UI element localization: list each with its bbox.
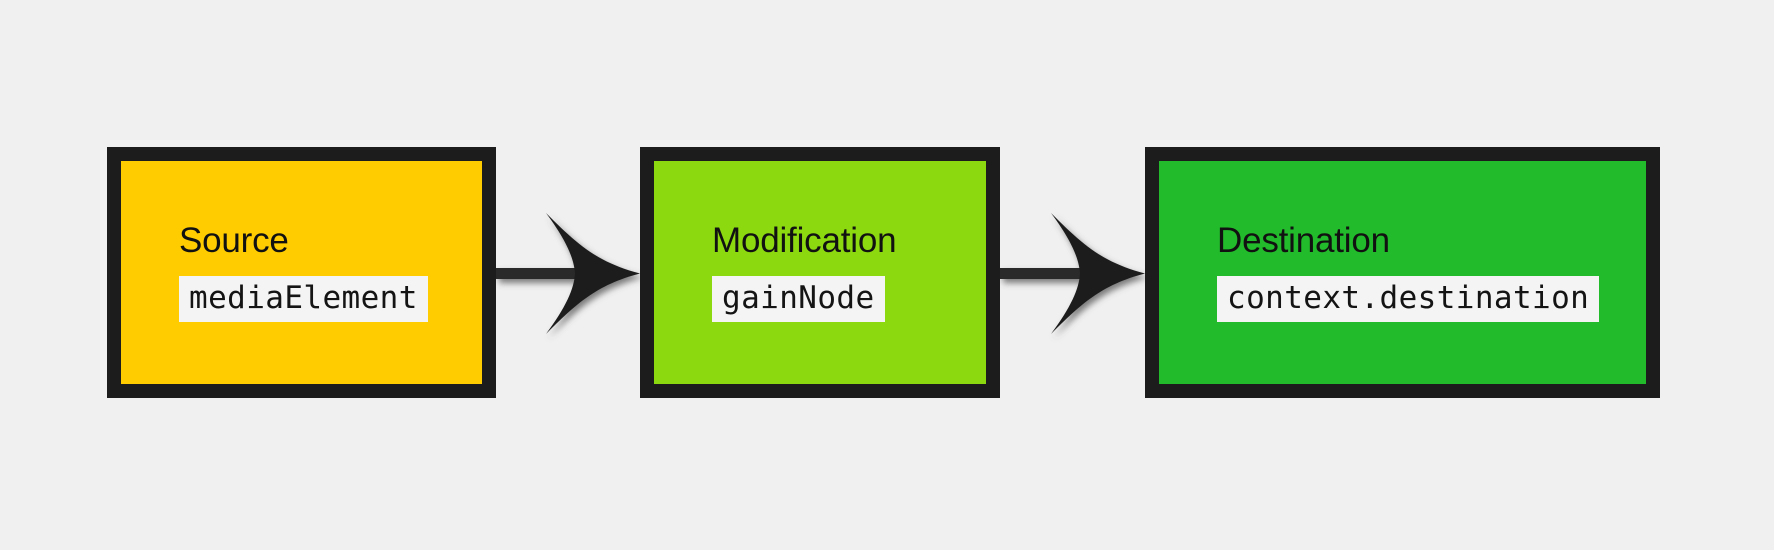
edge-shaft — [1000, 268, 1119, 279]
node-source-title: Source — [179, 220, 289, 260]
node-source-code: mediaElement — [179, 275, 428, 323]
edge-source-to-modification — [496, 213, 640, 334]
node-source[interactable]: Source mediaElement — [107, 147, 496, 398]
node-destination-code: context.destination — [1217, 275, 1600, 323]
arrowhead-barbed-icon — [1051, 213, 1145, 334]
node-destination[interactable]: Destination context.destination — [1145, 147, 1660, 398]
edge-shaft — [496, 268, 614, 279]
arrowhead-barbed-icon — [546, 213, 640, 334]
node-modification-code: gainNode — [712, 275, 885, 323]
node-destination-title: Destination — [1217, 220, 1390, 260]
edge-modification-to-destination — [1000, 213, 1145, 334]
node-modification[interactable]: Modification gainNode — [640, 147, 1000, 398]
node-modification-title: Modification — [712, 220, 897, 260]
